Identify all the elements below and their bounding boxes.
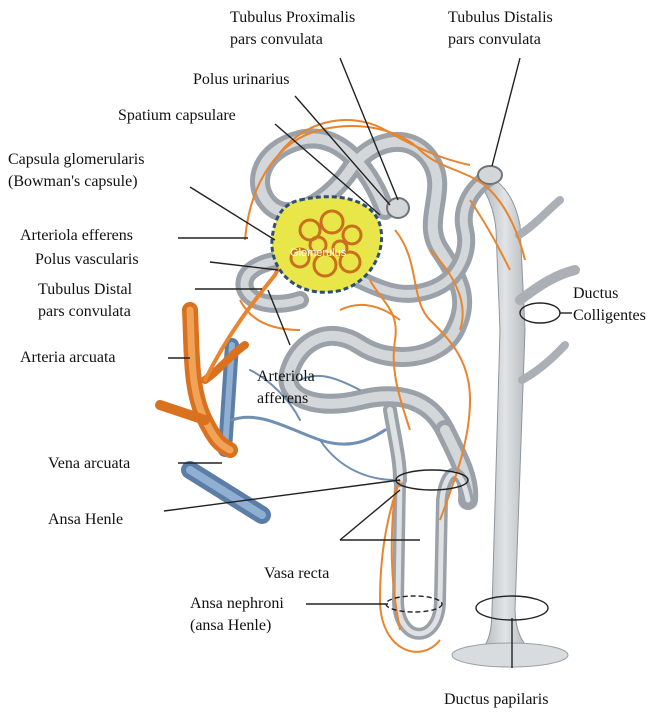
label-ansa-nephroni-2: (ansa Henle) [190,616,271,636]
label-ductus-colligentes-2: Colligentes [573,306,646,326]
label-tubulus-distalis-2: pars convulata [448,30,541,50]
label-vena-arcuata: Vena arcuata [48,454,130,474]
label-arteria-arcuata: Arteria arcuata [20,348,115,368]
label-capsula-glomerularis-2: (Bowman's capsule) [8,172,138,192]
label-arteriola-efferens: Arteriola efferens [20,226,133,246]
label-ansa-henle: Ansa Henle [48,510,123,530]
label-tubulus-distalis-1: Tubulus Distalis [448,8,553,28]
label-arteriola-afferens-2: afferens [257,389,308,409]
label-vasa-recta: Vasa recta [264,564,329,584]
label-capsula-glomerularis-1: Capsula glomerularis [8,150,144,170]
label-arteriola-afferens-1: Arteriola [257,367,315,387]
label-polus-urinarius: Polus urinarius [193,70,289,90]
label-ansa-nephroni-1: Ansa nephroni [190,594,284,614]
label-tubulus-distal-2: pars convulata [38,302,131,322]
label-tubulus-proximalis-2: pars convulata [230,30,323,50]
label-ductus-papilaris: Ductus papilaris [444,690,548,710]
label-spatium-capsulare: Spatium capsulare [118,106,236,126]
label-polus-vascularis: Polus vascularis [35,250,139,270]
glomerulus-label: Glomerulus [290,247,347,259]
bowmans-capsule: Glomerulus [272,197,382,293]
label-tubulus-proximalis-1: Tubulus Proximalis [230,8,355,28]
label-ductus-colligentes-1: Ductus [573,284,618,304]
label-tubulus-distal-1: Tubulus Distal [38,280,132,300]
